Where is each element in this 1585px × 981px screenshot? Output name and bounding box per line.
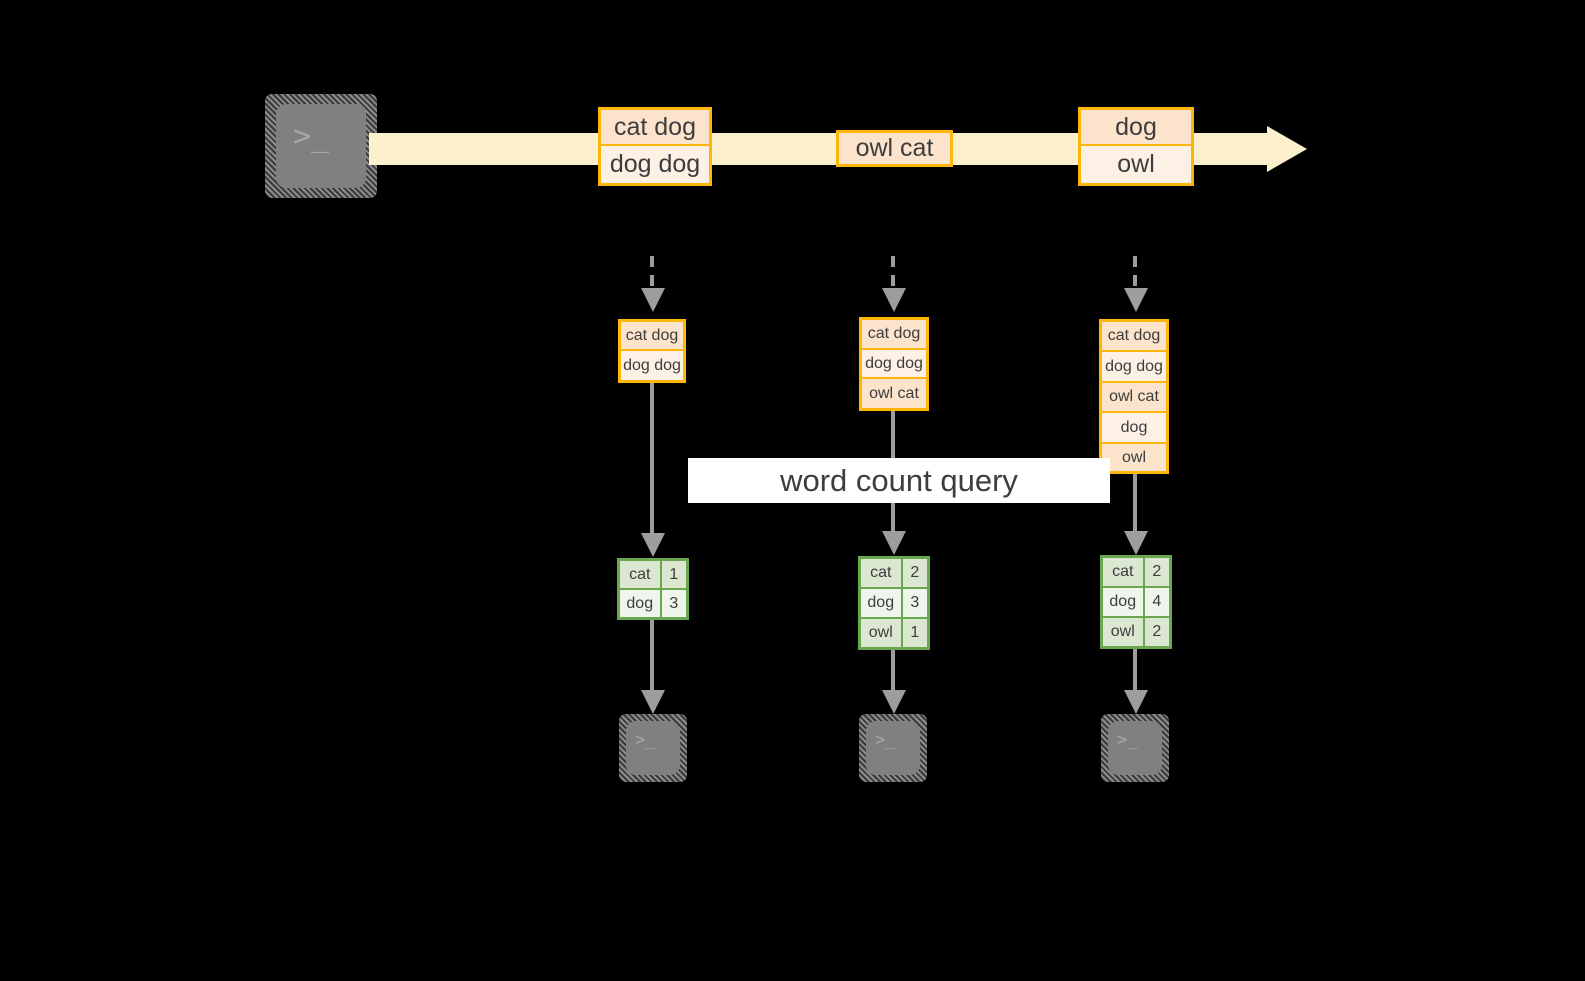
result-row: dog 4 <box>1103 588 1169 618</box>
snapshot-2-query-arrowhead-icon <box>882 531 906 555</box>
stream-batch-3: dog owl <box>1078 107 1194 186</box>
sink-terminal-screen <box>866 721 920 775</box>
result-count: 3 <box>902 589 927 617</box>
snapshot-3-result-table: cat 2 dog 4 owl 2 <box>1100 555 1172 649</box>
sink-terminal-screen <box>1108 721 1162 775</box>
result-row: cat 1 <box>620 561 686 590</box>
result-count: 2 <box>1144 558 1169 586</box>
sink-terminal-screen <box>626 721 680 775</box>
snapshot-1-input-records: cat dog dog dog <box>618 319 686 383</box>
snapshot-3-sink-line <box>1133 649 1137 692</box>
result-word: owl <box>1103 618 1145 646</box>
result-row: owl 2 <box>1103 618 1169 646</box>
stream-record: dog dog <box>601 146 709 183</box>
result-count: 2 <box>1144 618 1169 646</box>
result-row: owl 1 <box>861 619 927 647</box>
input-record: cat dog <box>621 322 683 351</box>
result-count: 1 <box>661 561 686 588</box>
input-record: dog dog <box>621 351 683 380</box>
snapshot-3-sink-arrowhead-icon <box>1124 690 1148 714</box>
snapshot-1-sink-arrowhead-icon <box>641 690 665 714</box>
source-terminal-icon: >_ <box>265 94 377 198</box>
result-word: dog <box>620 590 662 617</box>
result-word: cat <box>1103 558 1145 586</box>
result-word: cat <box>861 559 903 587</box>
result-word: cat <box>620 561 662 588</box>
snapshot-2-tap-arrowhead-icon <box>882 288 906 312</box>
input-record: owl cat <box>862 379 926 408</box>
result-word: dog <box>861 589 903 617</box>
stream-batch-2: owl cat <box>836 130 953 167</box>
snapshot-3-tap-line <box>1133 256 1137 290</box>
snapshot-1-query-line <box>650 383 654 535</box>
snapshot-3-query-line <box>1133 474 1137 533</box>
result-count: 3 <box>661 590 686 617</box>
stream-record: dog <box>1081 110 1191 147</box>
result-row: dog 3 <box>620 590 686 617</box>
snapshot-2-sink-line <box>891 650 895 692</box>
source-terminal-screen <box>276 104 366 188</box>
input-record: owl cat <box>1102 383 1166 413</box>
input-record: dog <box>1102 413 1166 444</box>
stream-batch-1: cat dog dog dog <box>598 107 712 186</box>
snapshot-3-query-arrowhead-icon <box>1124 531 1148 555</box>
result-row: cat 2 <box>1103 558 1169 588</box>
result-count: 2 <box>902 559 927 587</box>
snapshot-3-tap-arrowhead-icon <box>1124 288 1148 312</box>
sink-terminal-prompt-glyph: >_ <box>1117 730 1138 750</box>
result-word: owl <box>861 619 903 647</box>
stream-record: owl <box>1081 146 1191 183</box>
snapshot-2-sink-arrowhead-icon <box>882 690 906 714</box>
input-record: cat dog <box>862 320 926 350</box>
snapshot-1-tap-arrowhead-icon <box>641 288 665 312</box>
snapshot-3-input-records: cat dog dog dog owl cat dog owl <box>1099 319 1169 474</box>
snapshot-2-tap-line <box>891 256 895 290</box>
snapshot-2-sink-terminal-icon: >_ <box>859 714 927 782</box>
snapshot-3-sink-terminal-icon: >_ <box>1101 714 1169 782</box>
snapshot-1-query-arrowhead-icon <box>641 533 665 557</box>
snapshot-2-input-records: cat dog dog dog owl cat <box>859 317 929 411</box>
result-count: 4 <box>1144 588 1169 616</box>
input-record: dog dog <box>1102 352 1166 383</box>
result-word: dog <box>1103 588 1145 616</box>
result-count: 1 <box>902 619 927 647</box>
result-row: dog 3 <box>861 589 927 619</box>
snapshot-1-result-table: cat 1 dog 3 <box>617 558 689 620</box>
query-label: word count query <box>688 458 1110 503</box>
sink-terminal-prompt-glyph: >_ <box>635 730 656 750</box>
stream-arrow-head-icon <box>1267 126 1307 172</box>
input-record: cat dog <box>1102 322 1166 352</box>
input-record: dog dog <box>862 350 926 379</box>
stream-record: owl cat <box>839 133 950 164</box>
stream-record: cat dog <box>601 110 709 147</box>
snapshot-2-result-table: cat 2 dog 3 owl 1 <box>858 556 930 650</box>
snapshot-1-sink-terminal-icon: >_ <box>619 714 687 782</box>
snapshot-1-tap-line <box>650 256 654 290</box>
source-terminal-prompt-glyph: >_ <box>293 119 330 154</box>
input-record: owl <box>1102 444 1166 471</box>
sink-terminal-prompt-glyph: >_ <box>875 730 896 750</box>
snapshot-1-sink-line <box>650 620 654 692</box>
result-row: cat 2 <box>861 559 927 589</box>
